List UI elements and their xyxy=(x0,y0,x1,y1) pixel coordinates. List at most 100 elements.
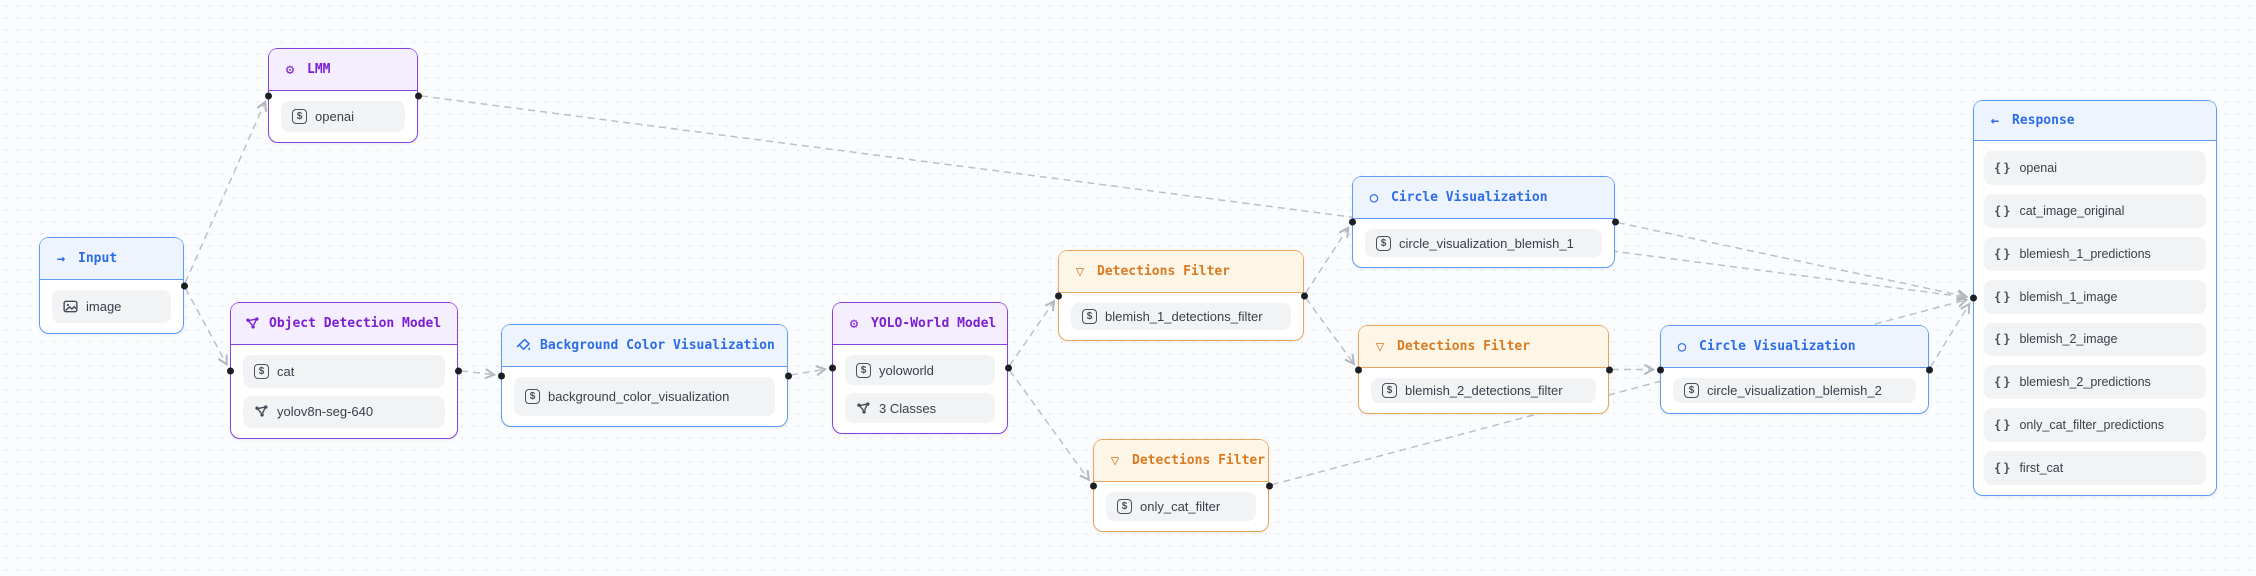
list-item-openai-response[interactable]: {} openai xyxy=(1984,151,2206,185)
node-detections-filter-blemish-2[interactable]: ▽ Detections Filter $ blemish_2_detectio… xyxy=(1354,325,1613,414)
item-label: blemish_2_image xyxy=(2019,332,2118,347)
list-item-yoloworld[interactable]: $ yoloworld xyxy=(845,355,995,385)
dollar-icon: $ xyxy=(1382,383,1397,398)
output-port[interactable] xyxy=(784,372,792,379)
node-yw-body: $ yoloworld 3 Classes xyxy=(833,345,1007,433)
node-cv2-body: $ circle_visualization_blemish_2 xyxy=(1661,368,1928,413)
node-odm-header: Object Detection Model xyxy=(231,303,457,345)
list-item-cat-image-original[interactable]: {} cat_image_original xyxy=(1984,193,2206,228)
output-port[interactable] xyxy=(1265,482,1273,489)
node-object-detection-model[interactable]: Object Detection Model $ cat yolov8n-seg… xyxy=(226,302,462,439)
funnel-icon: ▽ xyxy=(1375,338,1385,355)
list-item-yolov8n[interactable]: yolov8n-seg-640 xyxy=(243,395,445,428)
node-odm-body: $ cat yolov8n-seg-640 xyxy=(231,345,457,438)
edge-input-to-odm xyxy=(184,287,226,364)
item-label: cat xyxy=(277,363,295,379)
node-detections-filter-blemish-1[interactable]: ▽ Detections Filter $ blemish_1_detectio… xyxy=(1054,250,1308,341)
input-port[interactable] xyxy=(497,372,505,379)
braces-icon: {} xyxy=(1994,160,2013,175)
node-lmm-body: $ openai xyxy=(269,91,417,142)
list-item-image[interactable]: image xyxy=(52,290,171,323)
list-item-blemish-2-detections-filter[interactable]: $ blemish_2_detections_filter xyxy=(1371,378,1596,403)
braces-icon: {} xyxy=(1994,375,2013,390)
dollar-icon: $ xyxy=(1117,499,1132,514)
output-port[interactable] xyxy=(414,92,422,99)
output-port[interactable] xyxy=(180,282,188,289)
input-port[interactable] xyxy=(1656,366,1664,373)
node-df2-body: $ blemish_2_detections_filter xyxy=(1359,368,1608,413)
list-item-background-color-visualization[interactable]: $ background_color_visualization xyxy=(514,377,775,416)
node-lmm[interactable]: ⚙ LMM $ openai xyxy=(264,48,422,143)
molecule-icon xyxy=(254,404,269,419)
item-label: blemiesh_1_predictions xyxy=(2019,246,2151,261)
edge-input-to-lmm xyxy=(184,102,265,284)
item-label: cat_image_original xyxy=(2019,203,2125,218)
node-title: Circle Visualization xyxy=(1699,339,1856,354)
node-cv1-header: ○ Circle Visualization xyxy=(1353,177,1614,219)
list-item-blemish-1-image[interactable]: {} blemish_1_image xyxy=(1984,279,2206,314)
list-item-blemish-1-detections-filter[interactable]: $ blemish_1_detections_filter xyxy=(1071,303,1291,330)
node-df3-body: $ only_cat_filter xyxy=(1094,482,1268,531)
output-port[interactable] xyxy=(1004,364,1012,372)
node-input-header: → Input xyxy=(40,238,183,280)
item-label: openai xyxy=(2019,160,2057,175)
node-detections-filter-only-cat[interactable]: ▽ Detections Filter $ only_cat_filter xyxy=(1089,439,1273,532)
input-port[interactable] xyxy=(264,92,272,99)
list-item-blemish-2-image[interactable]: {} blemish_2_image xyxy=(1984,322,2206,357)
edge-cv2-to-response xyxy=(1929,304,1970,368)
edge-bcv-to-yw xyxy=(790,369,825,375)
list-item-circle-visualization-blemish-2[interactable]: $ circle_visualization_blemish_2 xyxy=(1673,378,1916,403)
braces-icon: {} xyxy=(1994,461,2013,476)
list-item-cat[interactable]: $ cat xyxy=(243,355,445,388)
list-item-openai[interactable]: $ openai xyxy=(281,101,405,132)
output-port[interactable] xyxy=(1925,366,1933,373)
node-df3-header: ▽ Detections Filter xyxy=(1094,440,1268,482)
image-icon xyxy=(63,299,78,314)
item-label: circle_visualization_blemish_1 xyxy=(1399,235,1574,251)
node-input[interactable]: → Input image xyxy=(39,237,188,334)
node-title: Input xyxy=(78,251,118,266)
input-port[interactable] xyxy=(1089,482,1097,489)
input-port[interactable] xyxy=(1354,366,1362,373)
dollar-icon: $ xyxy=(1684,383,1699,398)
node-title: Circle Visualization xyxy=(1391,190,1548,205)
dollar-icon: $ xyxy=(525,389,540,404)
input-port[interactable] xyxy=(1348,218,1356,226)
output-port[interactable] xyxy=(454,367,462,374)
list-item-blemiesh-1-predictions[interactable]: {} blemiesh_1_predictions xyxy=(1984,236,2206,271)
list-item-circle-visualization-blemish-1[interactable]: $ circle_visualization_blemish_1 xyxy=(1365,229,1602,257)
list-item-only-cat-filter[interactable]: $ only_cat_filter xyxy=(1106,492,1256,521)
input-port[interactable] xyxy=(828,364,836,372)
output-port[interactable] xyxy=(1300,292,1308,299)
node-response[interactable]: ← Response {} openai {} cat_image_origin… xyxy=(1969,100,2217,496)
output-port[interactable] xyxy=(1611,218,1619,226)
dollar-icon: $ xyxy=(292,109,307,124)
node-input-body: image xyxy=(40,280,183,333)
paint-bucket-icon xyxy=(515,338,531,353)
node-df1-header: ▽ Detections Filter xyxy=(1059,251,1303,293)
arrow-right-icon: → xyxy=(56,250,66,267)
item-label: first_cat xyxy=(2019,461,2064,476)
list-item-only-cat-filter-predictions[interactable]: {} only_cat_filter_predictions xyxy=(1984,408,2206,443)
item-label: yoloworld xyxy=(879,362,934,378)
node-title: Response xyxy=(2012,113,2075,128)
dollar-icon: $ xyxy=(1082,309,1097,324)
item-label: background_color_visualization xyxy=(548,389,730,404)
node-yolo-world-model[interactable]: ⚙ YOLO-World Model $ yoloworld 3 Classes xyxy=(828,302,1012,434)
input-port[interactable] xyxy=(1054,292,1062,299)
funnel-icon: ▽ xyxy=(1110,452,1120,469)
input-port[interactable] xyxy=(226,367,234,374)
output-port[interactable] xyxy=(1605,366,1613,373)
item-label: image xyxy=(86,299,122,314)
molecule-icon xyxy=(244,316,260,331)
node-circle-visualization-blemish-1[interactable]: ○ Circle Visualization $ circle_visualiz… xyxy=(1348,176,1619,268)
dollar-icon: $ xyxy=(856,362,871,378)
input-port[interactable] xyxy=(1969,294,1977,302)
list-item-3-classes[interactable]: 3 Classes xyxy=(845,393,995,423)
list-item-blemiesh-2-predictions[interactable]: {} blemiesh_2_predictions xyxy=(1984,365,2206,400)
braces-icon: {} xyxy=(1994,203,2013,218)
list-item-first-cat[interactable]: {} first_cat xyxy=(1984,451,2206,485)
node-background-color-visualization[interactable]: Background Color Visualization $ backgro… xyxy=(497,324,792,427)
node-circle-visualization-blemish-2[interactable]: ○ Circle Visualization $ circle_visualiz… xyxy=(1656,325,1933,414)
